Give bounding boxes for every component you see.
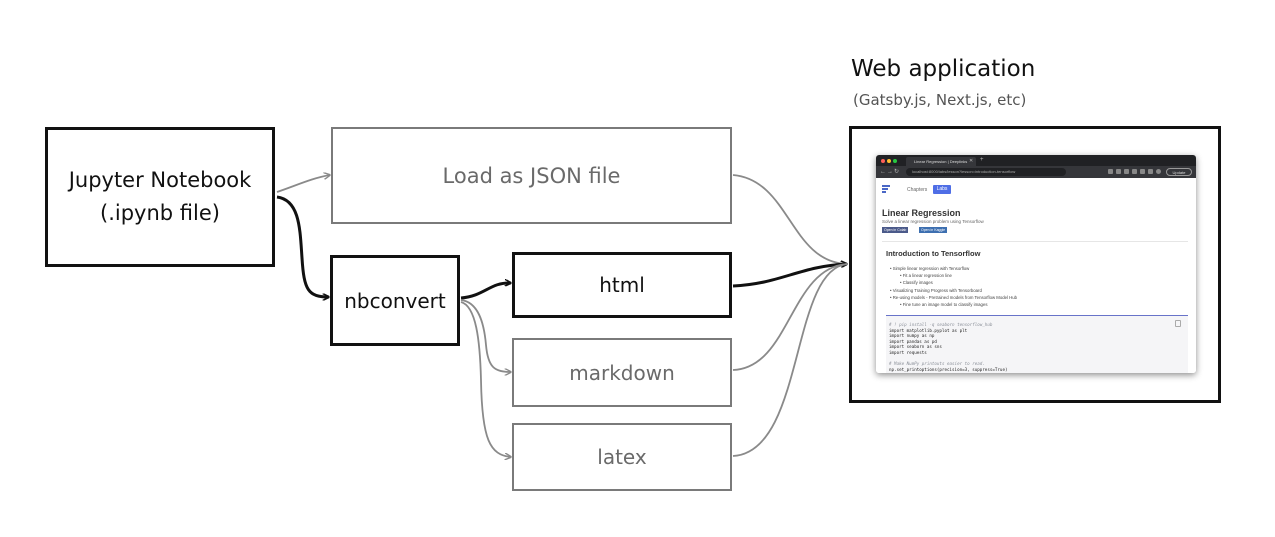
toc-item: • Fine tune an image model to classify i… [900,302,988,308]
arrow-latex-to-webapp [732,263,848,457]
forward-icon: → [887,169,893,175]
toc-item: • Simple linear regression with Tensorfl… [890,266,970,271]
toc-item: • Classify images [900,280,933,286]
web-application-subtitle: (Gatsby.js, Next.js, etc) [853,91,1027,109]
toc-item: • Re-using models - Pretrained models fr… [890,294,1018,300]
markdown-label: markdown [569,360,675,385]
share-icon [1108,169,1113,174]
copy-icon [1175,320,1181,327]
lesson-title: Linear Regression [882,208,961,218]
toc-item: • Fit a linear regression line [900,273,952,279]
arrow-nbconvert-to-latex [460,301,511,457]
code-cell: # ! pip install -q seaborn tensorflow_hu… [886,315,1188,373]
web-application-title: Web application [851,56,1036,82]
star-icon [1116,169,1121,174]
bullet-icon: • [890,294,893,300]
section-title: Introduction to Tensorflow [886,249,981,258]
code-line: import matplotlib.pyplot as plt [889,327,968,333]
code-line: import requests [889,349,927,355]
toc-item: • Visualizing Training Progress with Ten… [890,287,982,293]
arrow-markdown-to-webapp [732,263,848,371]
html-label: html [599,273,645,297]
url-field: localhost:8000/labs/lesson?lesson=introd… [906,168,1066,176]
bullet-icon: • [890,266,893,271]
bullet-icon: • [900,273,903,279]
arrow-nbconvert-to-html [460,283,511,300]
nav-labs: Labs [933,185,951,194]
code-line: import pandas as pd [889,338,937,344]
load-json-label: Load as JSON file [442,163,621,188]
extension-icon [1132,169,1137,174]
site-logo-icon [882,185,890,194]
lesson-subtitle: Solve a linear regression problem using … [882,219,984,224]
markdown-node: markdown [512,338,732,407]
kaggle-badge: Open in Kaggle [919,227,948,233]
latex-label: latex [597,445,647,469]
web-page: Chapters Labs Linear Regression Solve a … [876,178,1196,373]
tab-close-icon: ✕ [969,158,974,164]
arrow-nbconvert-to-markdown [460,299,511,372]
extension-icon [1124,169,1129,174]
colab-badge: Open in Colab [882,227,909,233]
reload-icon: ↻ [894,169,900,175]
table-of-contents: • Simple linear regression with Tensorfl… [890,265,1190,308]
browser-tab-bar: Linear Regression | Deeplinks ✕ + [876,155,1196,166]
puzzle-icon [1148,169,1153,174]
html-node: html [512,252,732,318]
load-json-node: Load as JSON file [331,127,732,224]
update-button: Update [1166,168,1192,176]
ipynb-file-label: (.ipynb file) [100,201,220,225]
code-line: import numpy as np [889,333,935,339]
browser-tab: Linear Regression | Deeplinks [906,157,976,166]
browser-window-screenshot: Linear Regression | Deeplinks ✕ + ← → ↻ … [876,155,1196,373]
nbconvert-node: nbconvert [330,255,460,346]
jupyter-notebook-node: Jupyter Notebook (.ipynb file) [45,127,275,267]
jupyter-notebook-label: Jupyter Notebook [68,168,252,193]
extension-icon [1140,169,1145,174]
code-line: # ! pip install -q seaborn tensorflow_hu… [889,322,993,327]
arrow-json-to-webapp [732,174,848,265]
browser-address-bar: ← → ↻ localhost:8000/labs/lesson?lesson=… [876,166,1196,178]
arrow-html-to-webapp [732,264,847,288]
minimize-window-icon [887,159,891,163]
bullet-icon: • [900,302,903,308]
code-line: # Make NumPy printouts easier to read. [889,361,985,367]
arrow-jupyter-to-json [276,175,330,193]
profile-avatar-icon [1156,169,1161,174]
nbconvert-label: nbconvert [344,288,446,313]
divider [882,241,1188,242]
code-line: import seaborn as sns [889,344,942,350]
bullet-icon: • [900,280,903,286]
back-icon: ← [880,169,886,175]
arrow-jupyter-to-nbconvert [276,195,329,297]
code-line: np.set_printoptions(precision=3, suppres… [889,366,1008,372]
close-window-icon [881,159,885,163]
new-tab-icon: + [980,157,984,163]
bullet-icon: • [890,287,893,293]
nav-chapters: Chapters [907,187,928,193]
maximize-window-icon [893,159,897,163]
latex-node: latex [512,423,732,491]
